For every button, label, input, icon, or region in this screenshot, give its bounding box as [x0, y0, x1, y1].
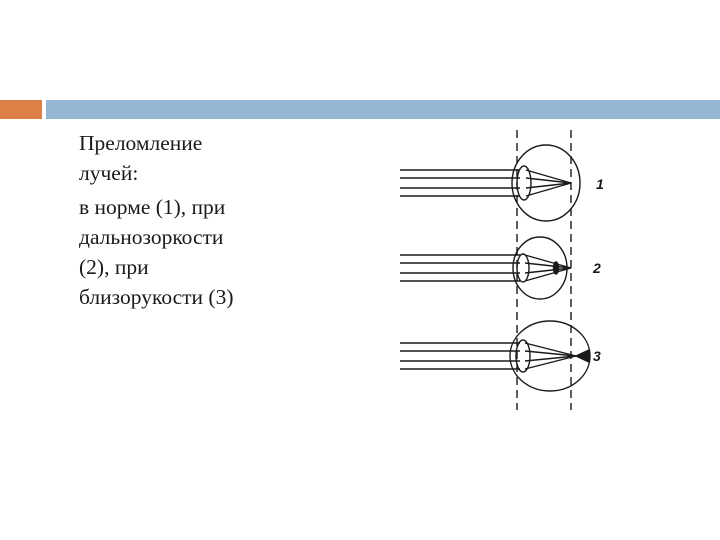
body-line-1: в норме (1), при: [79, 195, 226, 219]
macula-3: [574, 348, 590, 364]
eye-hyperopia: [400, 236, 572, 300]
eye-label-3: 3: [593, 348, 601, 364]
eyeball-1: [511, 144, 581, 222]
slide-text: Преломление лучей: в норме (1), при даль…: [79, 128, 369, 312]
eyeball-3: [509, 320, 591, 392]
lens-3: [515, 339, 531, 373]
macula-2: [552, 261, 560, 275]
eye-label-2: 2: [592, 260, 601, 276]
eye-refraction-svg: 1 2 3: [400, 130, 604, 410]
header-accent-bar: [46, 100, 720, 119]
lens-2: [516, 253, 530, 283]
eye-label-1: 1: [596, 176, 604, 192]
body-line-2: дальнозоркости: [79, 225, 224, 249]
title-line-2: лучей:: [79, 161, 139, 185]
lens-1: [516, 165, 532, 201]
title-line-1: Преломление: [79, 131, 203, 155]
eye-refraction-diagram: 1 2 3: [380, 125, 620, 415]
eye-normal: [400, 144, 581, 222]
eye-myopia: [400, 320, 591, 392]
body-line-3: (2), при: [79, 255, 149, 279]
body-line-4: близорукости (3): [79, 285, 234, 309]
accent-block: [0, 100, 42, 119]
